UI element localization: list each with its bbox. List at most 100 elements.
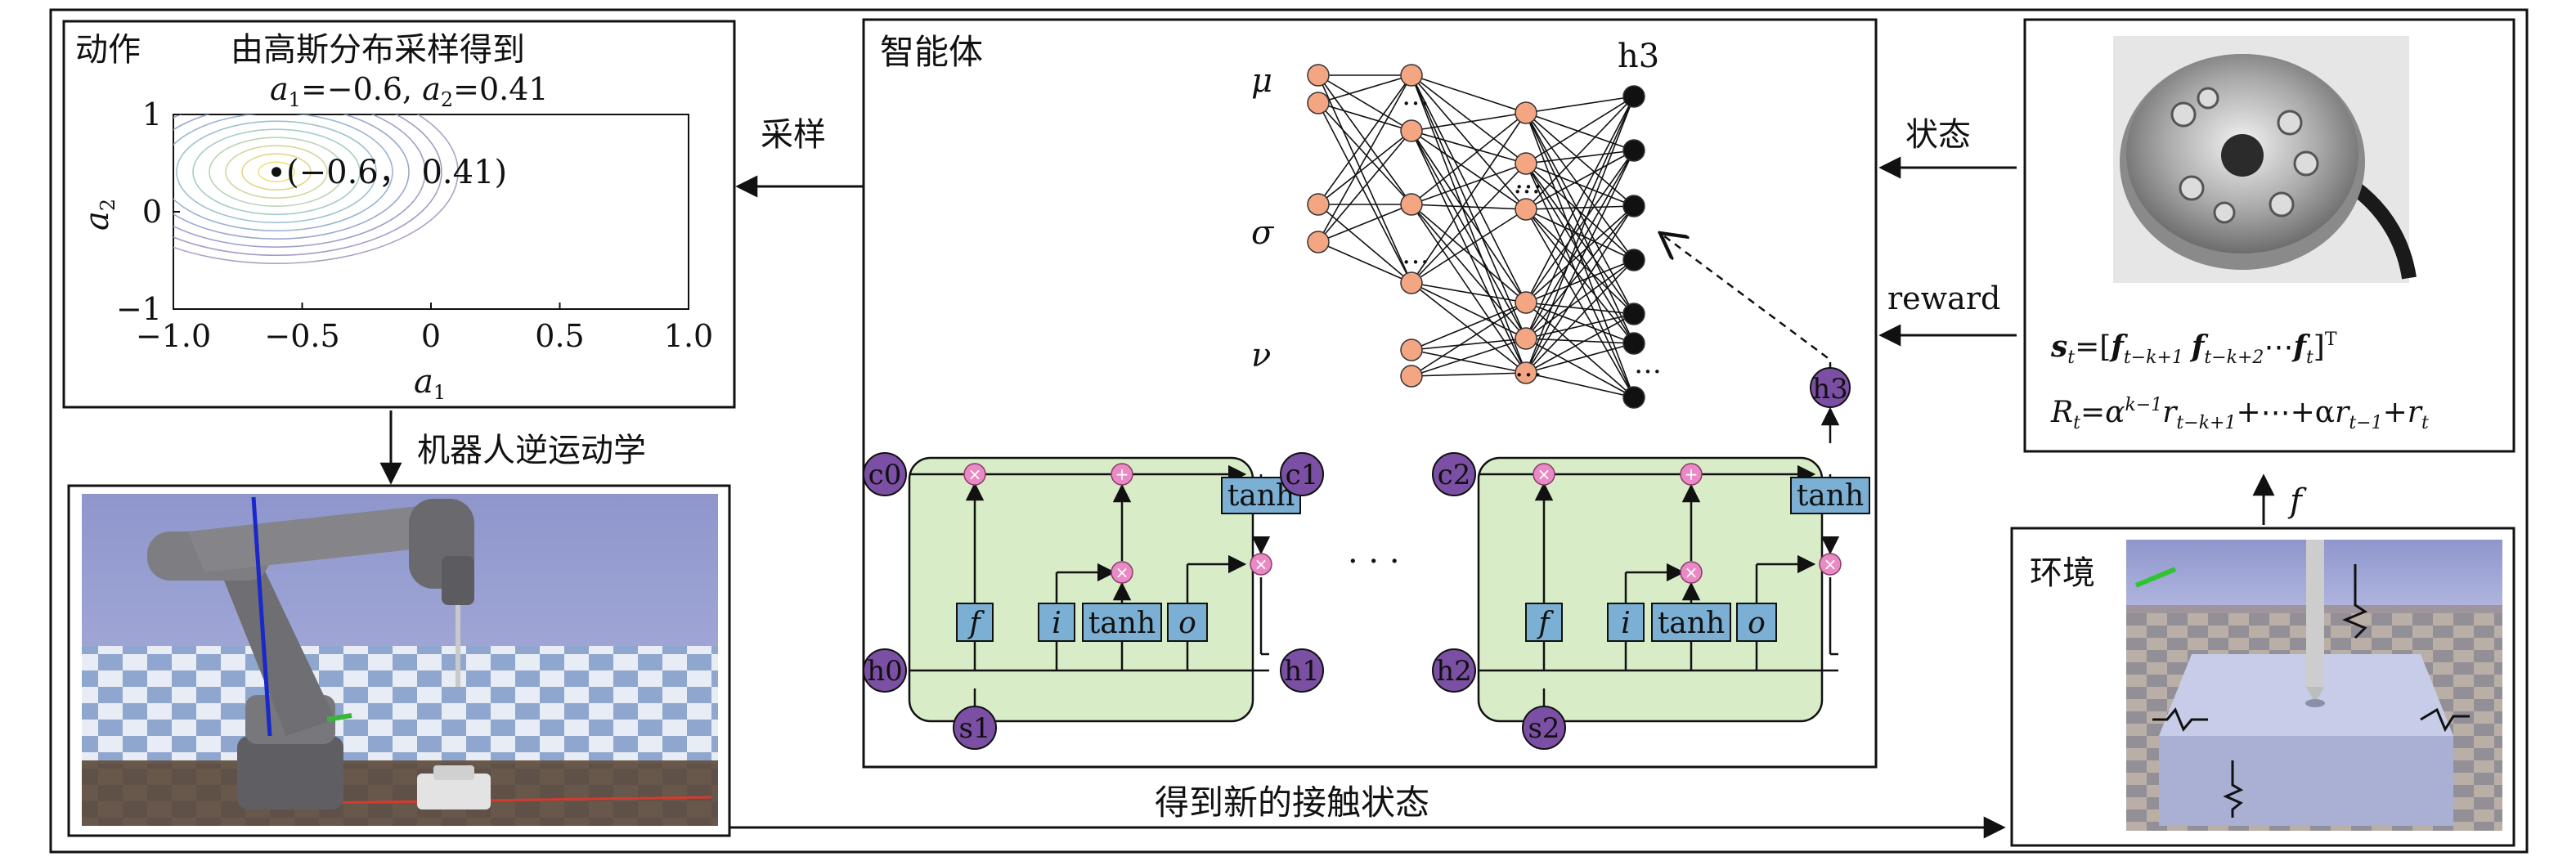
contour-line — [173, 114, 442, 256]
gaussian-contours — [173, 114, 459, 264]
network-output-neuron — [1622, 303, 1645, 325]
network-hidden-neuron — [1400, 119, 1423, 142]
output-gate-label: o — [1748, 607, 1766, 640]
network-output-neuron — [1622, 85, 1645, 108]
input-gate-label: i — [1621, 607, 1631, 640]
network-output-neuron — [1622, 386, 1645, 409]
network-input-neuron — [1307, 92, 1330, 114]
network-output-neuron — [1622, 195, 1645, 217]
network-ellipsis: … — [1402, 238, 1429, 271]
between-cells-dots: · · · — [1348, 543, 1400, 581]
sample-point-label: (−0.6， 0.41) — [286, 154, 507, 191]
cell-tanh — [1790, 477, 1870, 514]
network-ellipsis: … — [1402, 79, 1429, 112]
action-panel: 动作 由高斯分布采样得到 a1=−0.6, a2=0.41 (−0.6， 0.4… — [62, 20, 736, 409]
label-mu: μ — [1251, 62, 1272, 100]
y-tick-label: 1 — [142, 96, 162, 132]
policy-network: ……………… — [1307, 64, 1662, 409]
output-gate — [1736, 603, 1777, 642]
contour-line — [225, 145, 328, 200]
outer-frame — [49, 8, 2529, 854]
network-ellipsis: … — [1634, 348, 1662, 380]
reward-equation: Rt=αk−1rt−k+1+⋯+αrt−1+rt — [2050, 395, 2429, 433]
network-input-neuron — [1307, 231, 1330, 253]
cell-tanh-label: tanh — [1797, 479, 1864, 513]
network-hidden-neuron — [1400, 271, 1423, 294]
tanh-gate — [1651, 603, 1731, 642]
label-sigma: σ — [1251, 214, 1275, 252]
hidden-state-in-label: h2 — [1436, 655, 1472, 688]
hidden-state-in — [863, 648, 907, 693]
network-input-neuron — [1400, 339, 1423, 361]
sampling-caption: 由高斯分布采样得到 — [231, 31, 525, 69]
tanh-gate — [1082, 603, 1162, 642]
output-multiply — [1250, 553, 1272, 576]
contour-line — [258, 161, 295, 183]
network-hidden-neuron — [1515, 101, 1537, 124]
x-axis-label: a1 — [414, 363, 446, 404]
cell-state-in-label: c0 — [868, 459, 902, 491]
cell-state-out — [1280, 452, 1324, 496]
network-hidden-neuron — [1400, 64, 1423, 87]
hidden-state-in — [1432, 648, 1476, 693]
input-multiply — [1680, 561, 1703, 584]
h3-node-label: h3 — [1812, 373, 1848, 406]
label-h3-top: h3 — [1618, 38, 1659, 75]
network-input-neuron — [1400, 365, 1423, 388]
network-output-neuron — [1622, 139, 1645, 162]
cell-add — [1680, 463, 1703, 486]
label-f: f — [2287, 482, 2307, 520]
network-ellipsis: … — [1515, 163, 1542, 195]
forget-multiply-symbol: × — [1537, 464, 1551, 484]
x-tick-label: 0.5 — [535, 318, 584, 354]
sampled-values: a1=−0.6, a2=0.41 — [270, 71, 549, 111]
svg-text:a2: a2 — [79, 199, 119, 231]
input-multiply-symbol: × — [1685, 563, 1699, 582]
cell-state-in — [1432, 452, 1476, 496]
lstm-cell-body — [1477, 456, 1824, 723]
contour-line — [241, 153, 312, 191]
input-node-label: s1 — [958, 712, 990, 745]
lstm-cell-body — [908, 456, 1254, 723]
y-tick-label: −1 — [116, 291, 162, 327]
forget-multiply — [963, 463, 986, 486]
contour-line — [173, 114, 410, 240]
action-title: 动作 — [75, 31, 141, 69]
input-gate — [1607, 603, 1645, 642]
network-hidden-neuron — [1515, 361, 1537, 384]
output-multiply-symbol: × — [1254, 554, 1268, 574]
y-axis-label: a2 — [79, 199, 119, 231]
x-tick-label: 1.0 — [664, 318, 713, 354]
cell-state-in-label: c2 — [1438, 459, 1471, 491]
output-multiply-symbol: × — [1824, 554, 1838, 574]
contour-line — [209, 137, 344, 208]
network-ellipsis: … — [1515, 351, 1542, 383]
y-ticks: 1 0 −1 — [116, 96, 180, 327]
output-multiply — [1819, 553, 1842, 576]
hidden-state-out — [1280, 648, 1324, 693]
env-title: 环境 — [2030, 554, 2095, 592]
output-gate — [1167, 603, 1208, 642]
input-node-label: s2 — [1528, 712, 1560, 745]
network-hidden-neuron — [1515, 327, 1537, 350]
robot-arm — [147, 496, 491, 809]
cell-add-symbol: + — [1685, 464, 1699, 484]
network-hidden-neuron — [1400, 193, 1423, 216]
label-ik: 机器人逆运动学 — [417, 432, 646, 469]
cell-state-out-label: c1 — [1286, 459, 1319, 491]
forget-gate — [956, 603, 994, 642]
x-tick-label: −1.0 — [136, 318, 211, 354]
cell-add — [1111, 463, 1133, 486]
forget-gate — [1525, 603, 1563, 642]
forget-multiply — [1533, 463, 1555, 486]
network-hidden-neuron — [1515, 291, 1537, 314]
contour-line — [173, 114, 459, 264]
y-tick-label: 0 — [142, 194, 162, 230]
input-gate-label: i — [1052, 607, 1061, 640]
cell-add-symbol: + — [1115, 464, 1129, 484]
